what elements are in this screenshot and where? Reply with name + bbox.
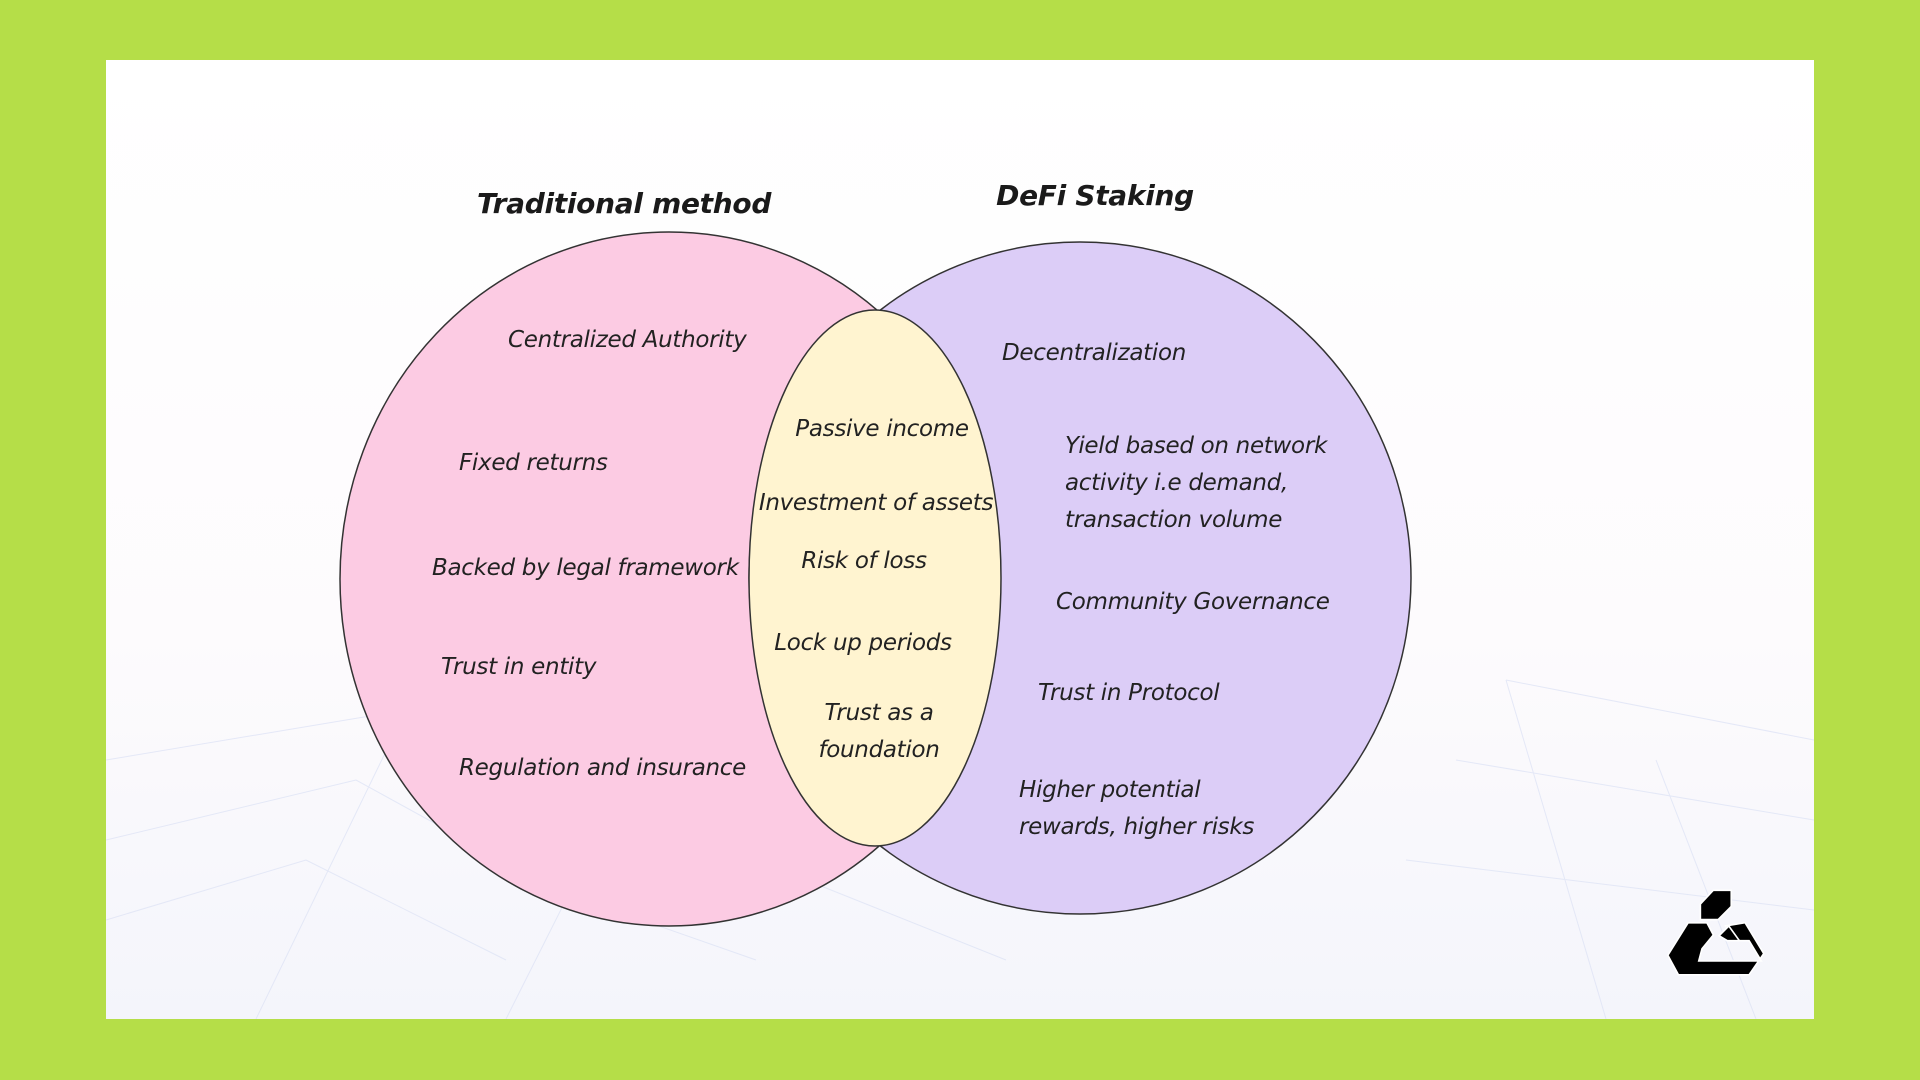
- overlap-ellipse: [748, 309, 1002, 847]
- shared-item: Trust as a: [824, 700, 934, 726]
- defi-item: Higher potential: [1019, 777, 1201, 803]
- defi-item: Community Governance: [1056, 589, 1330, 615]
- traditional-item: Centralized Authority: [508, 327, 747, 353]
- defi-item: Decentralization: [1002, 340, 1187, 366]
- traditional-item: Backed by legal framework: [432, 555, 739, 581]
- defi-item: rewards, higher risks: [1019, 814, 1255, 840]
- diagram-panel: [106, 60, 1814, 1019]
- traditional-item: Trust in entity: [441, 654, 597, 680]
- shared-item: Investment of assets: [758, 490, 994, 516]
- defi-item: activity i.e demand,: [1065, 470, 1288, 496]
- shared-item: Lock up periods: [774, 630, 952, 656]
- defi-item: transaction volume: [1065, 507, 1283, 533]
- shared-item: Passive income: [795, 416, 969, 442]
- brand-logo-icon: [1666, 889, 1765, 976]
- traditional-title: Traditional method: [476, 187, 772, 220]
- grid-background: [106, 231, 1814, 1019]
- defi-item: Trust in Protocol: [1038, 680, 1220, 706]
- defi-item: Yield based on network: [1065, 433, 1327, 459]
- shared-item: Risk of loss: [801, 548, 927, 574]
- defi-title: DeFi Staking: [996, 179, 1194, 212]
- shared-item: foundation: [818, 737, 940, 763]
- traditional-item: Fixed returns: [459, 450, 608, 476]
- traditional-item: Regulation and insurance: [459, 755, 746, 781]
